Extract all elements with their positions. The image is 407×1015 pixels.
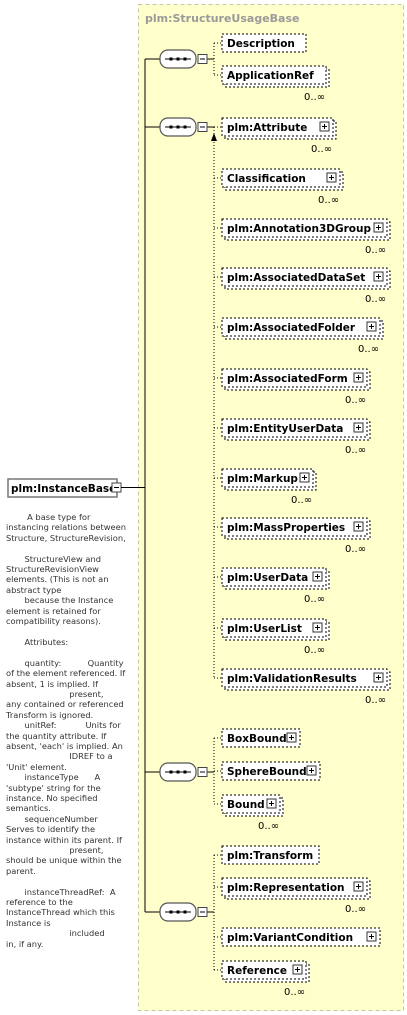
seq3-group (159, 762, 208, 782)
element-applicationref[interactable]: ApplicationRef 0..∞ (221, 65, 330, 103)
expand-icon[interactable] (373, 271, 384, 282)
root-label: plm:InstanceBase (11, 483, 116, 495)
root-element[interactable]: plm:InstanceBase (7, 478, 122, 498)
element-label: plm:AssociatedDataSet (227, 272, 365, 284)
occurrence-label: 0..∞ (304, 92, 325, 103)
elements: DescriptionApplicationRef0..∞plm:Attribu… (221, 33, 391, 998)
occurrence-label: 0..∞ (365, 695, 386, 706)
element-label: plm:UserList (227, 623, 302, 635)
expand-icon[interactable] (299, 472, 310, 483)
expand-icon[interactable] (353, 422, 364, 433)
expand-icon[interactable] (373, 672, 384, 683)
group-title: plm:StructureUsageBase (145, 12, 300, 25)
documentation-text: A base type for instancing relations bet… (6, 512, 126, 949)
collapse-icon[interactable] (197, 767, 208, 777)
element-label: Reference (227, 965, 287, 977)
element-label: plm:MassProperties (227, 522, 345, 534)
element-label: Description (227, 38, 295, 50)
element-label: plm:Attribute (227, 122, 307, 134)
expand-icon[interactable] (366, 321, 377, 332)
element-userdata[interactable]: plm:UserData 0..∞ (221, 567, 330, 605)
element-label: plm:Markup (227, 473, 298, 485)
element-validationresults[interactable]: plm:ValidationResults 0..∞ (221, 668, 391, 706)
collapse-icon[interactable] (197, 54, 208, 64)
element-markup[interactable]: plm:Markup 0..∞ (221, 468, 317, 506)
element-label: plm:AssociatedFolder (227, 322, 356, 334)
occurrence-label: 0..∞ (345, 395, 366, 406)
element-label: plm:VariantCondition (227, 932, 353, 944)
element-attribute[interactable]: plm:Attribute 0..∞ (221, 117, 337, 155)
sequence-compositor[interactable] (159, 902, 197, 922)
compositors (159, 49, 208, 922)
element-classification[interactable]: Classification 0..∞ (221, 168, 344, 206)
element-reference[interactable]: Reference 0..∞ (221, 960, 310, 998)
expand-icon[interactable] (111, 482, 122, 493)
element-label: BoxBound (227, 733, 287, 745)
arrow-head (211, 133, 217, 141)
element-label: plm:Transform (227, 850, 313, 862)
element-variantcondition[interactable]: plm:VariantCondition (221, 927, 381, 947)
expand-icon[interactable] (319, 121, 330, 132)
seq1-group (159, 49, 208, 69)
seq4-group (159, 902, 208, 922)
occurrence-label: 0..∞ (365, 245, 386, 256)
expand-icon[interactable] (373, 222, 384, 233)
expand-icon[interactable] (366, 931, 377, 942)
element-annotation3dgroup[interactable]: plm:Annotation3DGroup 0..∞ (221, 218, 391, 256)
sequence-compositor[interactable] (159, 117, 197, 137)
element-label: plm:EntityUserData (227, 423, 343, 435)
expand-icon[interactable] (353, 372, 364, 383)
expand-icon[interactable] (353, 881, 364, 892)
occurrence-label: 0..∞ (345, 904, 366, 915)
element-label: Classification (227, 173, 306, 185)
element-associatedform[interactable]: plm:AssociatedForm 0..∞ (221, 368, 371, 406)
expand-icon[interactable] (312, 622, 323, 633)
occurrence-label: 0..∞ (284, 987, 305, 998)
expand-icon[interactable] (312, 571, 323, 582)
collapse-icon[interactable] (197, 907, 208, 917)
occurrence-label: 0..∞ (318, 195, 339, 206)
element-description[interactable]: Description (221, 33, 307, 53)
occurrence-label: 0..∞ (258, 821, 279, 832)
sequence-compositor[interactable] (159, 762, 197, 782)
element-label: plm:Representation (227, 882, 345, 894)
expand-icon[interactable] (266, 798, 277, 809)
occurrence-label: 0..∞ (365, 294, 386, 305)
expand-icon[interactable] (292, 964, 303, 975)
expand-icon[interactable] (326, 172, 337, 183)
occurrence-label: 0..∞ (311, 144, 332, 155)
occurrence-label: 0..∞ (304, 594, 325, 605)
expand-icon[interactable] (306, 765, 317, 776)
element-transform[interactable]: plm:Transform (221, 845, 320, 865)
element-label: SphereBound (227, 766, 307, 778)
occurrence-label: 0..∞ (304, 645, 325, 656)
element-spherebound[interactable]: SphereBound (221, 761, 321, 781)
connectors (145, 42, 222, 971)
sequence-compositor[interactable] (159, 49, 197, 69)
element-boxbound[interactable]: BoxBound (221, 728, 301, 748)
element-bound[interactable]: Bound 0..∞ (221, 794, 284, 832)
element-label: plm:Annotation3DGroup (227, 223, 371, 235)
seq2-group (159, 117, 208, 137)
expand-icon[interactable] (353, 521, 364, 532)
element-label: plm:UserData (227, 572, 308, 584)
occurrence-label: 0..∞ (345, 445, 366, 456)
occurrence-label: 0..∞ (345, 544, 366, 555)
element-label: ApplicationRef (227, 70, 314, 82)
collapse-icon[interactable] (197, 122, 208, 132)
expand-icon[interactable] (286, 732, 297, 743)
element-label: plm:ValidationResults (227, 673, 357, 685)
occurrence-label: 0..∞ (358, 344, 379, 355)
element-label: Bound (227, 799, 265, 811)
occurrence-label: 0..∞ (291, 495, 312, 506)
element-label: plm:AssociatedForm (227, 373, 348, 385)
